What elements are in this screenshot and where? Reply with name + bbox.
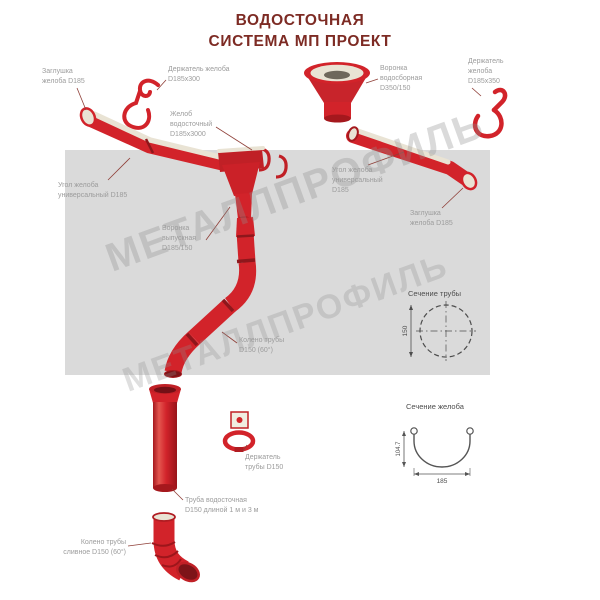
outlet-funnel-part bbox=[217, 146, 265, 222]
pipe-elbow-opening bbox=[164, 370, 182, 378]
label-gutter-holder-left: Держатель желоба D185х300 bbox=[168, 66, 230, 83]
pipe-section-diagram: 150 bbox=[402, 301, 476, 361]
pipe-holder-part bbox=[222, 411, 256, 452]
downpipe-part bbox=[149, 384, 181, 492]
label-gutter-holder-right: Держатель желоба D185х350 bbox=[468, 58, 504, 85]
gutter-end-cap-left-part bbox=[79, 107, 97, 127]
upper-pipe-part bbox=[164, 217, 257, 378]
roof-edge-hooks bbox=[258, 147, 288, 179]
gutter-width-value: 185 bbox=[437, 478, 448, 485]
label-end-cap-left: Заглушка желоба D185 bbox=[42, 68, 85, 85]
label-pipe-elbow: Колено трубы D150 (60°) bbox=[239, 337, 285, 354]
label-downpipe: Труба водосточная D150 длиной 1 м и 3 м bbox=[185, 497, 259, 514]
pipe-diameter-value: 150 bbox=[402, 325, 409, 336]
drain-elbow-part bbox=[151, 512, 200, 583]
gutter-holder-right-part bbox=[472, 87, 508, 139]
label-gutter-corner-right: Угол желоба универсальный D185 bbox=[332, 167, 383, 194]
label-gutter-section-title: Сечение желоба bbox=[406, 402, 464, 411]
label-outlet-funnel: Воронка выпускная D185/150 bbox=[162, 225, 197, 252]
gutter-holder-left-part bbox=[122, 78, 160, 130]
gutter-run-right-part bbox=[346, 126, 478, 191]
label-drain-elbow: Колено трубы сливное D150 (60°) bbox=[63, 539, 126, 556]
roof-area bbox=[65, 150, 490, 375]
label-pipe-section-title: Сечение трубы bbox=[408, 289, 462, 298]
leader-lines bbox=[76, 78, 482, 547]
label-pipe-holder: Держатель трубы D150 bbox=[245, 454, 284, 471]
label-gutter: Желоб водосточный D185х3000 bbox=[170, 111, 213, 138]
page-title: ВОДОСТОЧНАЯ СИСТЕМА МП ПРОЕКТ bbox=[208, 12, 392, 50]
label-gutter-corner-left: Угол желоба универсальный D185 bbox=[58, 182, 128, 199]
label-end-cap-right: Заглушка желоба D185 bbox=[410, 210, 453, 227]
gutter-section-diagram: 185 104.7 bbox=[396, 427, 474, 485]
label-collector-funnel: Воронка водосборная D350/150 bbox=[380, 65, 423, 92]
drain-elbow-opening bbox=[176, 561, 200, 583]
gutter-run-left-part bbox=[79, 107, 230, 171]
collector-funnel-part bbox=[304, 62, 370, 123]
gutter-end-cap-right-part bbox=[460, 171, 478, 191]
gutter-depth-value: 104.7 bbox=[396, 441, 402, 457]
